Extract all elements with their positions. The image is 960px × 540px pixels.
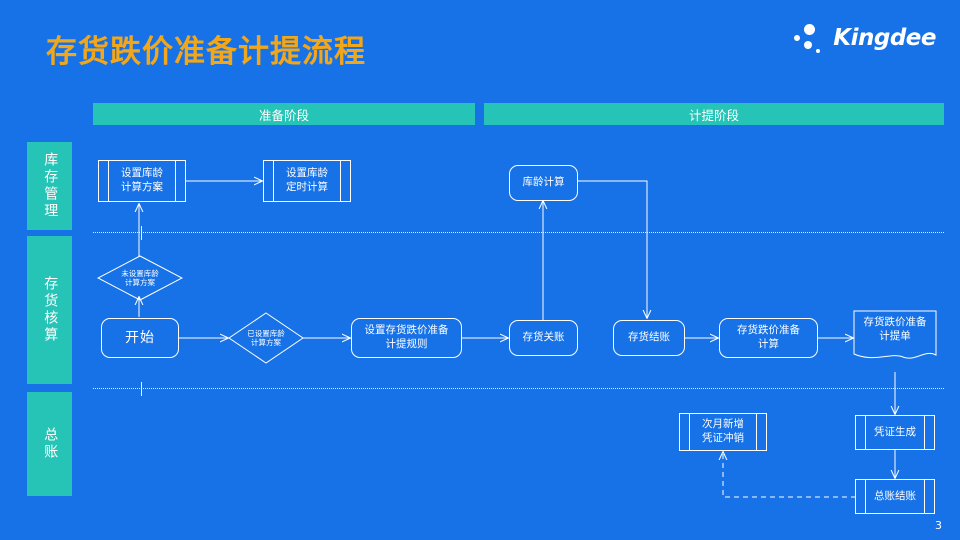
lane-label-text: 存货核算 <box>42 276 59 344</box>
lane-label-text: 总账 <box>42 427 59 461</box>
lane-divider-tick-1 <box>141 226 142 240</box>
node-provision-document[interactable]: 存货跌价准备 计提单 <box>853 310 937 368</box>
node-label-line2: 计算方案 <box>125 278 155 287</box>
node-inventory-settle[interactable]: 存货结账 <box>613 320 685 356</box>
node-start[interactable]: 开始 <box>101 318 179 358</box>
lane-divider-1 <box>93 232 944 233</box>
node-label-line1: 存货跌价准备 <box>863 316 927 329</box>
node-next-month-reverse[interactable]: 次月新增 凭证冲销 <box>679 413 767 451</box>
node-set-provision-rule[interactable]: 设置存货跌价准备 计提规则 <box>351 318 462 358</box>
node-label-line2: 计算 <box>758 338 779 350</box>
phase-header-prep: 准备阶段 <box>93 103 475 125</box>
node-age-calc[interactable]: 库龄计算 <box>509 165 578 201</box>
kingdee-logo: Kingdee <box>791 18 936 58</box>
node-label-line2: 计提规则 <box>385 338 428 350</box>
node-label: 设置存货跌价准备 计提规则 <box>365 324 449 351</box>
node-label-line1: 设置库龄 <box>121 167 163 180</box>
lane-label-text: 库存管理 <box>42 152 59 220</box>
lane-label-inventory-accounting: 存货核算 <box>27 236 72 384</box>
node-label-line1: 次月新增 <box>702 418 744 431</box>
lane-divider-tick-2 <box>141 382 142 396</box>
brand-wordmark: Kingdee <box>833 25 936 51</box>
node-label-line1: 未设置库龄 <box>121 268 159 278</box>
diamond-shape <box>228 312 304 364</box>
node-label-line2: 计提单 <box>879 330 911 342</box>
node-label-line1: 设置库龄 <box>286 167 328 180</box>
node-label-line2: 定时计算 <box>286 181 328 193</box>
node-provision-calc[interactable]: 存货跌价准备 计算 <box>719 318 818 358</box>
diamond-shape <box>97 255 183 301</box>
node-label: 设置库龄 计算方案 <box>121 167 163 194</box>
node-label: 次月新增 凭证冲销 <box>702 418 744 445</box>
node-label-line2: 凭证冲销 <box>702 432 744 444</box>
page-number: 3 <box>935 519 942 532</box>
lane-label-inventory-management: 库存管理 <box>27 142 72 230</box>
node-label: 未设置库龄 计算方案 <box>97 255 183 301</box>
node-set-age-scheme[interactable]: 设置库龄 计算方案 <box>98 160 186 202</box>
document-shape <box>853 310 937 359</box>
node-label: 存货跌价准备 计算 <box>737 324 800 351</box>
node-label-line2: 计算方案 <box>251 338 281 347</box>
phase-header-calc: 计提阶段 <box>484 103 944 125</box>
lane-label-general-ledger: 总账 <box>27 392 72 496</box>
node-inventory-close[interactable]: 存货关账 <box>509 320 578 356</box>
node-gl-settle[interactable]: 总账结账 <box>855 479 935 514</box>
node-no-scheme-decision[interactable]: 未设置库龄 计算方案 <box>97 255 183 301</box>
node-set-age-timer[interactable]: 设置库龄 定时计算 <box>263 160 351 202</box>
node-label-line1: 存货跌价准备 <box>737 324 800 337</box>
node-voucher-generate[interactable]: 凭证生成 <box>855 415 935 450</box>
kingdee-dots-icon <box>791 22 825 54</box>
node-label-line1: 已设置库龄 <box>247 328 285 338</box>
node-label: 设置库龄 定时计算 <box>286 167 328 194</box>
node-label: 已设置库龄 计算方案 <box>228 312 304 364</box>
node-label-line2: 计算方案 <box>121 181 163 193</box>
lane-divider-2 <box>93 388 944 389</box>
node-label: 存货跌价准备 计提单 <box>853 314 937 346</box>
node-has-scheme-decision[interactable]: 已设置库龄 计算方案 <box>228 312 304 364</box>
page-title: 存货跌价准备计提流程 <box>46 34 366 70</box>
node-label-line1: 设置存货跌价准备 <box>364 324 449 337</box>
